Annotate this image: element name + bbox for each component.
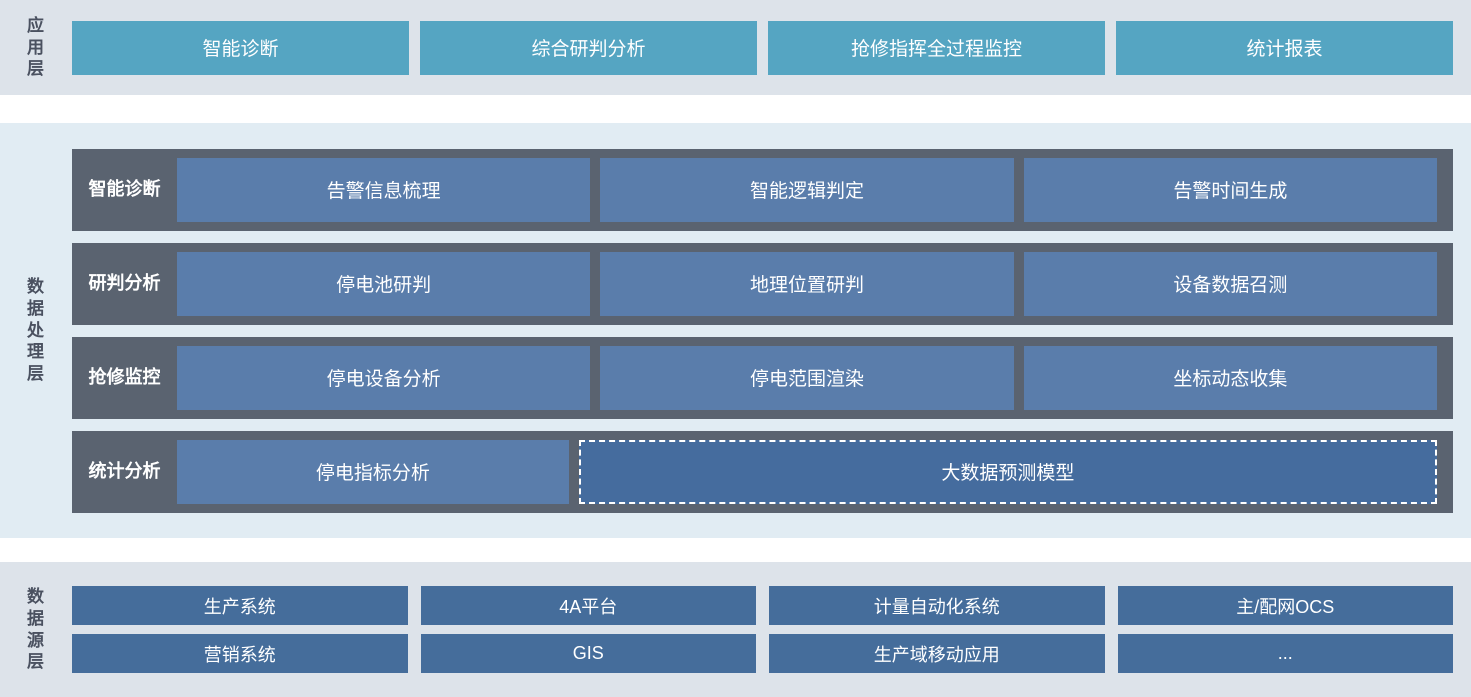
- app-tile-repair-command-monitoring[interactable]: 抢修指挥全过程监控: [768, 20, 1105, 75]
- data-source-layer: 数据源层 生产系统 4A平台 计量自动化系统 主/配网OCS 营销系统 GIS …: [0, 562, 1471, 697]
- processing-cell-alarm-time-generation[interactable]: 告警时间生成: [1023, 157, 1437, 222]
- source-tile-main-distribution-ocs[interactable]: 主/配网OCS: [1117, 586, 1453, 625]
- processing-cells: 停电指标分析 大数据预测模型: [177, 431, 1453, 513]
- data-source-row-1: 生产系统 4A平台 计量自动化系统 主/配网OCS: [72, 586, 1453, 625]
- processing-row-label-line1: 研判: [88, 272, 125, 293]
- processing-row-label-judgment-analysis: 研判 分析: [72, 243, 177, 325]
- processing-row-label-line1: 智能: [88, 178, 125, 199]
- data-source-layer-label: 数据源层: [0, 562, 72, 697]
- data-source-row-2: 营销系统 GIS 生产域移动应用 ...: [72, 634, 1453, 673]
- processing-cell-geographic-location-judgment[interactable]: 地理位置研判: [600, 251, 1014, 316]
- processing-row-label-repair-monitoring: 抢修 监控: [72, 337, 177, 419]
- processing-cell-outage-device-analysis[interactable]: 停电设备分析: [177, 345, 591, 410]
- app-tile-intelligent-diagnosis[interactable]: 智能诊断: [72, 20, 409, 75]
- data-processing-layer: 数据处理层 智能 诊断 告警信息梳理 智能逻辑判定 告警时间生成 研判 分析: [0, 123, 1471, 538]
- processing-row-label-line2: 分析: [124, 460, 161, 481]
- processing-row-repair-monitoring: 抢修 监控 停电设备分析 停电范围渲染 坐标动态收集: [72, 336, 1453, 419]
- application-layer-label-text: 应用层: [27, 15, 45, 79]
- processing-cell-outage-scope-rendering[interactable]: 停电范围渲染: [600, 345, 1014, 410]
- processing-cell-device-data-retrieval[interactable]: 设备数据召测: [1023, 251, 1437, 316]
- processing-cell-big-data-prediction-model[interactable]: 大数据预测模型: [578, 439, 1437, 504]
- processing-row-label-line2: 诊断: [124, 178, 161, 199]
- processing-row-label-statistical-analysis: 统计 分析: [72, 431, 177, 513]
- processing-cell-alarm-info-sorting[interactable]: 告警信息梳理: [177, 157, 591, 222]
- source-tile-marketing-system[interactable]: 营销系统: [72, 634, 408, 673]
- app-tile-statistical-reports[interactable]: 统计报表: [1116, 20, 1453, 75]
- data-processing-layer-rows: 智能 诊断 告警信息梳理 智能逻辑判定 告警时间生成 研判 分析 停电池研判 地…: [72, 123, 1471, 538]
- processing-cell-intelligent-logic-judgment[interactable]: 智能逻辑判定: [600, 157, 1014, 222]
- source-tile-production-mobile-app[interactable]: 生产域移动应用: [769, 634, 1105, 673]
- processing-cells: 停电设备分析 停电范围渲染 坐标动态收集: [177, 337, 1453, 419]
- processing-row-intelligent-diagnosis: 智能 诊断 告警信息梳理 智能逻辑判定 告警时间生成: [72, 148, 1453, 231]
- data-source-layer-label-text: 数据源层: [27, 587, 45, 672]
- processing-row-label-line2: 分析: [124, 272, 161, 293]
- source-tile-production-system[interactable]: 生产系统: [72, 586, 408, 625]
- application-layer: 应用层 智能诊断 综合研判分析 抢修指挥全过程监控 统计报表: [0, 0, 1471, 95]
- processing-cell-outage-index-analysis[interactable]: 停电指标分析: [177, 439, 569, 504]
- processing-row-judgment-analysis: 研判 分析 停电池研判 地理位置研判 设备数据召测: [72, 242, 1453, 325]
- processing-cells: 告警信息梳理 智能逻辑判定 告警时间生成: [177, 149, 1453, 231]
- processing-row-label-intelligent-diagnosis: 智能 诊断: [72, 149, 177, 231]
- processing-row-statistical-analysis: 统计 分析 停电指标分析 大数据预测模型: [72, 430, 1453, 513]
- processing-cell-outage-pool-judgment[interactable]: 停电池研判: [177, 251, 591, 316]
- application-layer-label: 应用层: [0, 0, 72, 95]
- processing-cell-coordinate-dynamic-collection[interactable]: 坐标动态收集: [1023, 345, 1437, 410]
- source-tile-metering-automation-system[interactable]: 计量自动化系统: [769, 586, 1105, 625]
- source-tile-more[interactable]: ...: [1117, 634, 1453, 673]
- processing-cells: 停电池研判 地理位置研判 设备数据召测: [177, 243, 1453, 325]
- data-processing-layer-label: 数据处理层: [0, 123, 72, 538]
- processing-row-label-line2: 监控: [124, 366, 161, 387]
- data-processing-layer-label-text: 数据处理层: [27, 277, 45, 384]
- application-layer-tiles: 智能诊断 综合研判分析 抢修指挥全过程监控 统计报表: [72, 0, 1471, 95]
- processing-row-label-line1: 抢修: [88, 366, 125, 387]
- data-source-layer-tiles: 生产系统 4A平台 计量自动化系统 主/配网OCS 营销系统 GIS 生产域移动…: [72, 562, 1471, 697]
- app-tile-comprehensive-analysis[interactable]: 综合研判分析: [420, 20, 757, 75]
- source-tile-gis[interactable]: GIS: [420, 634, 756, 673]
- processing-row-label-line1: 统计: [88, 460, 125, 481]
- source-tile-4a-platform[interactable]: 4A平台: [420, 586, 756, 625]
